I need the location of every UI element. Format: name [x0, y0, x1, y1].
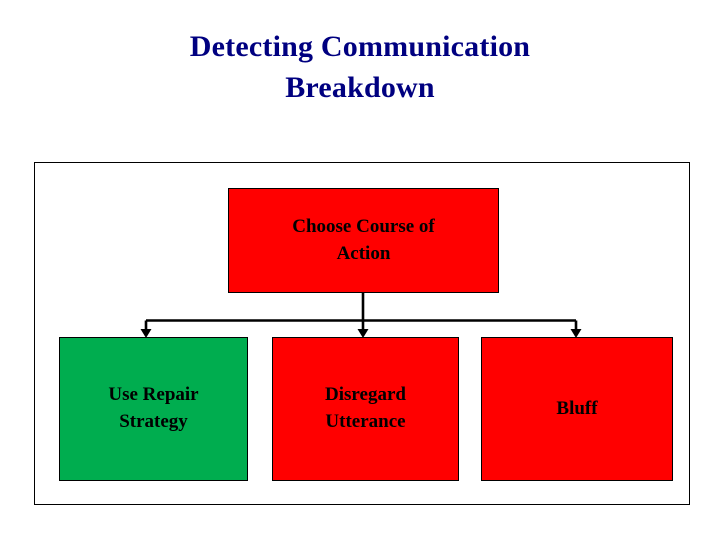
flowchart-node-use-repair: Use Repair Strategy: [59, 337, 248, 481]
page-title: Detecting Communication Breakdown: [0, 26, 720, 109]
page-title-line-1: Detecting Communication: [189, 30, 531, 63]
flowchart-node-bluff: Bluff: [481, 337, 673, 481]
flowchart-node-label: Disregard Utterance: [325, 384, 406, 432]
flowchart-node-disregard: Disregard Utterance: [272, 337, 459, 481]
flowchart-node-label: Use Repair Strategy: [108, 384, 199, 432]
flowchart-node-label: Choose Course of Action: [292, 215, 435, 264]
page-title-line-2: Breakdown: [285, 71, 435, 105]
flowchart-node-choose-course: Choose Course of Action: [228, 188, 499, 293]
flowchart-node-label: Bluff: [556, 397, 598, 419]
